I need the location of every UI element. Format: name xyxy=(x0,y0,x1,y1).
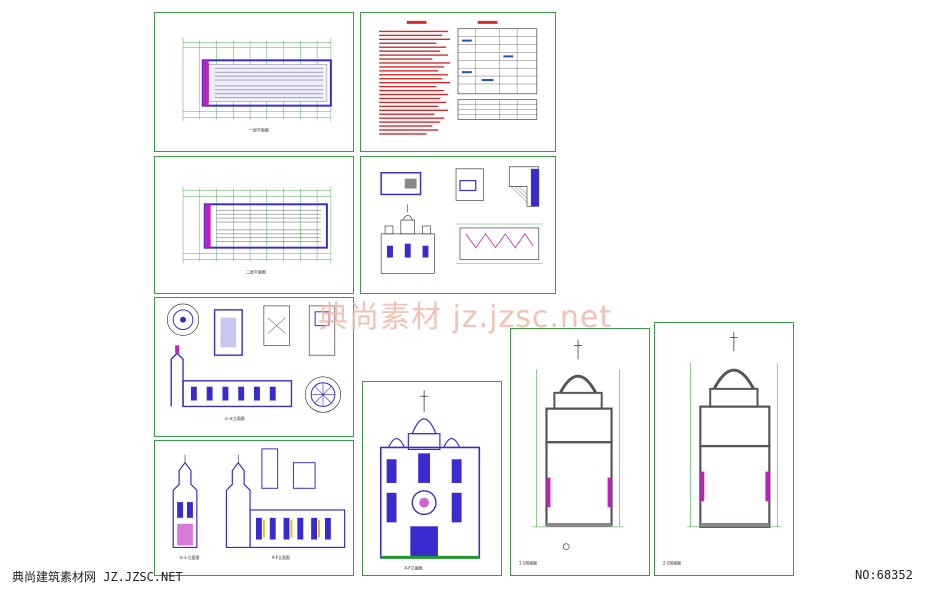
section-1-drawing: 1-1剖面图 xyxy=(519,339,624,565)
footer-number: NO:68352 xyxy=(855,568,913,582)
sheet-details xyxy=(360,156,556,294)
details-drawing xyxy=(380,166,543,274)
svg-text:一层平面图: 一层平面图 xyxy=(249,127,269,132)
sheet-roof-details: ①-⑨立面图 xyxy=(154,297,354,437)
sheet-section-2: 2-2剖面图 xyxy=(654,322,794,576)
front-elevation-drawing: A-F立面图 xyxy=(379,390,481,571)
side-elevation-drawing: ⑨-①立面图 A-F立面图 xyxy=(172,448,346,560)
small-elevation-sketch xyxy=(380,204,435,274)
section-2-drawing: 2-2剖面图 xyxy=(663,331,782,565)
sheet-side-elevation: ⑨-①立面图 A-F立面图 xyxy=(154,440,354,576)
sheet-floor-plan-1: 一层平面图 xyxy=(154,12,354,152)
svg-text:①-⑨立面图: ①-⑨立面图 xyxy=(224,416,244,421)
watermark: 典尚素材 jz.jzsc.net xyxy=(318,300,613,335)
svg-text:⑨-①立面图: ⑨-①立面图 xyxy=(179,555,199,560)
footer-site-name: 典尚建筑素材网 JZ.JZSC.NET xyxy=(12,570,183,584)
sheet-floor-plan-2: 二层平面图 xyxy=(154,156,354,294)
svg-text:A-F立面图: A-F立面图 xyxy=(404,566,422,571)
roof-details-drawing: ①-⑨立面图 xyxy=(166,303,342,421)
svg-text:A-F立面图: A-F立面图 xyxy=(272,555,290,560)
sheet-front-elevation: A-F立面图 xyxy=(362,381,502,576)
svg-text:1-1剖面图: 1-1剖面图 xyxy=(519,560,537,565)
svg-text:2-2剖面图: 2-2剖面图 xyxy=(663,560,681,565)
svg-text:二层平面图: 二层平面图 xyxy=(246,269,266,274)
floor-plan-1-drawing: 一层平面图 xyxy=(182,37,332,132)
sheet-design-notes xyxy=(360,12,556,152)
sheet-section-1: 1-1剖面图 xyxy=(510,328,650,576)
floor-plan-2-drawing: 二层平面图 xyxy=(182,186,332,274)
tower-elevation-left xyxy=(172,454,198,549)
design-notes-drawing xyxy=(379,20,538,135)
